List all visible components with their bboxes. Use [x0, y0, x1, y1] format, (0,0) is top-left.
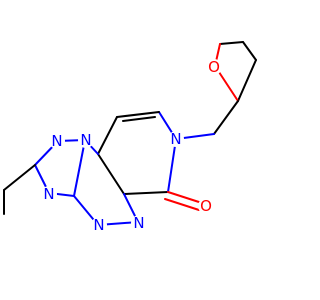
- bond-thf-ch2: [213, 100, 239, 135]
- atom-n-triazole-top: N: [51, 132, 62, 150]
- bond-ch-ch: [116, 111, 160, 118]
- atom-n-pyridone: N: [170, 130, 181, 148]
- mask-n-triazole-top: [49, 133, 65, 149]
- mask-n-pyridone: [168, 131, 184, 147]
- atom-n-bridge: N: [80, 131, 91, 149]
- bond-c-n-bridge: [73, 139, 86, 197]
- bond-layer: [3, 41, 257, 226]
- atom-n-triazole-bottom: N: [43, 185, 54, 203]
- mask-o-thf: [206, 59, 222, 75]
- mask-n-triazine-a: [91, 217, 107, 233]
- bond-ch-ch-double: [122, 116, 156, 122]
- mask-n-triazine-b: [131, 215, 147, 231]
- molecule-diagram: N O O N N N N N: [3, 41, 257, 234]
- mask-n-triazole-bottom: [41, 186, 57, 202]
- bond-c-o-2: [164, 198, 200, 211]
- bond-ch-c-fused: [97, 116, 118, 155]
- bond-c-o-1: [167, 191, 203, 204]
- bond-thf-c3-c4: [242, 41, 257, 61]
- atom-n-triazine-a: N: [93, 216, 104, 234]
- bond-fused-c-c: [97, 153, 125, 195]
- atom-n-triazine-b: N: [133, 214, 144, 232]
- atom-o-carbonyl: O: [200, 197, 212, 215]
- bond-c-carbonyl: [123, 191, 169, 195]
- bond-ethyl-ch2: [3, 164, 36, 191]
- mask-o-carbonyl: [198, 198, 214, 214]
- bond-carbonyl-n: [167, 138, 177, 193]
- atom-label-layer: N O O N N N N N: [41, 58, 222, 234]
- atom-o-thf: O: [208, 58, 220, 76]
- mask-n-bridge: [78, 132, 94, 148]
- bond-thf-c2-c3: [237, 59, 257, 102]
- bond-thf-c4-c5: [219, 41, 244, 45]
- molecule-structure-canvas: N O O N N N N N: [3, 41, 257, 234]
